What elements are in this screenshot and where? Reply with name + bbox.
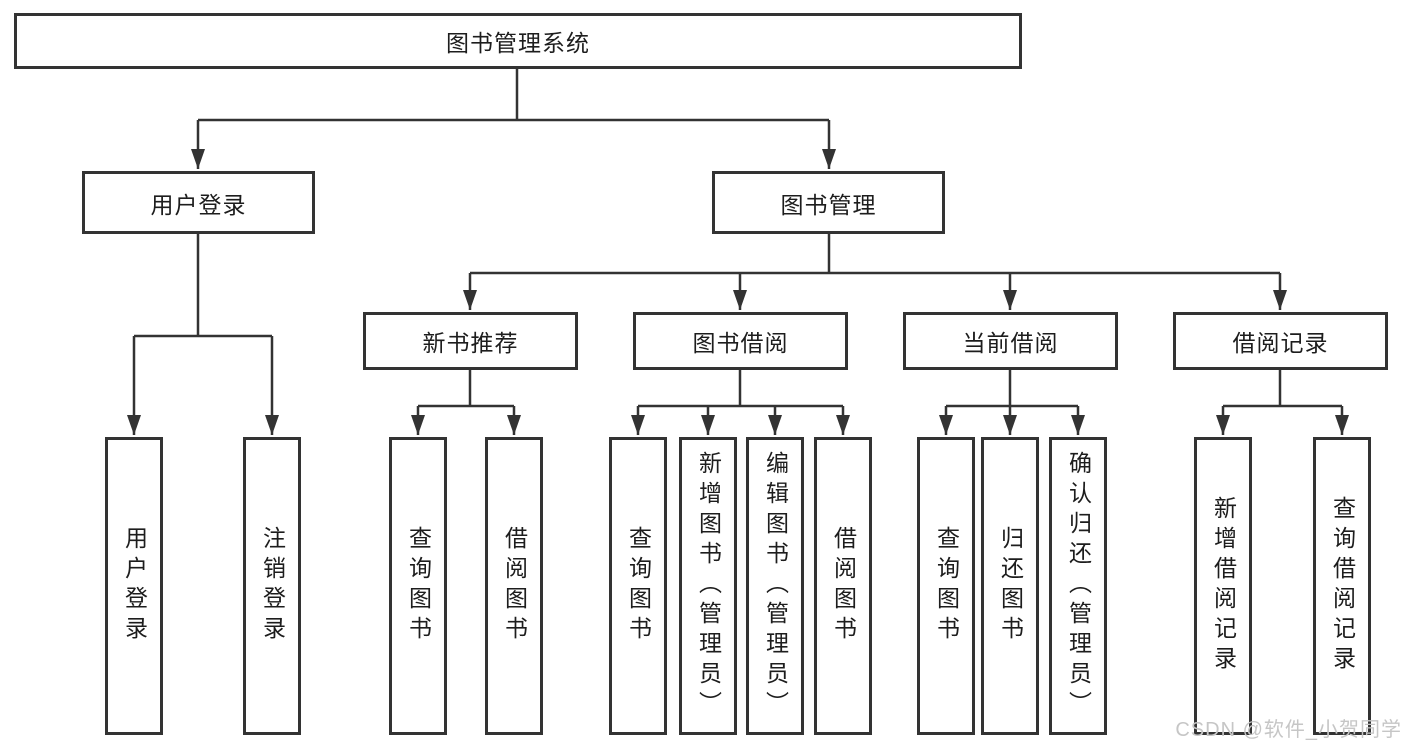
- node-user-login: 用户登录: [82, 171, 315, 234]
- leaf-add-borrow-record: 新增借阅记录: [1194, 437, 1252, 735]
- node-label: 用户登录: [150, 191, 247, 218]
- leaf-label: 注销登录: [259, 526, 286, 646]
- leaf-label: 查询图书: [405, 526, 432, 646]
- leaf-label: 新增图书（管理员）: [695, 451, 722, 721]
- node-new-book-recommendation: 新书推荐: [363, 312, 578, 370]
- leaf-query-books-borrow: 查询图书: [609, 437, 667, 735]
- leaf-logout: 注销登录: [243, 437, 301, 735]
- leaf-label: 借阅图书: [830, 526, 857, 646]
- leaf-label: 归还图书: [997, 526, 1024, 646]
- node-library-management-system: 图书管理系统: [14, 13, 1022, 69]
- leaf-confirm-return-admin: 确认归还（管理员）: [1049, 437, 1107, 735]
- leaf-edit-books-admin: 编辑图书（管理员）: [746, 437, 804, 735]
- leaf-borrow-books: 借阅图书: [814, 437, 872, 735]
- leaf-query-books-recommend: 查询图书: [389, 437, 447, 735]
- leaf-label: 新增借阅记录: [1210, 496, 1237, 676]
- node-book-borrowing: 图书借阅: [633, 312, 848, 370]
- leaf-label: 查询图书: [625, 526, 652, 646]
- leaf-label: 查询借阅记录: [1329, 496, 1356, 676]
- csdn-watermark: CSDN @软件_小贺同学: [1175, 719, 1402, 741]
- leaf-add-books-admin: 新增图书（管理员）: [679, 437, 737, 735]
- node-label: 新书推荐: [422, 330, 519, 356]
- leaf-query-borrow-record: 查询借阅记录: [1313, 437, 1371, 735]
- node-label: 图书借阅: [692, 330, 789, 356]
- leaf-label: 用户登录: [121, 526, 148, 646]
- leaf-label: 借阅图书: [501, 526, 528, 646]
- node-current-borrowing: 当前借阅: [903, 312, 1118, 370]
- leaf-label: 查询图书: [933, 526, 960, 646]
- leaf-label: 编辑图书（管理员）: [762, 451, 789, 721]
- leaf-label: 确认归还（管理员）: [1065, 451, 1092, 721]
- node-label: 图书管理系统: [446, 30, 590, 56]
- node-label: 图书管理: [780, 191, 877, 218]
- node-label: 当前借阅: [962, 330, 1059, 356]
- leaf-borrow-books-recommend: 借阅图书: [485, 437, 543, 735]
- leaf-user-login: 用户登录: [105, 437, 163, 735]
- node-label: 借阅记录: [1232, 330, 1329, 356]
- leaf-return-books: 归还图书: [981, 437, 1039, 735]
- node-borrowing-records: 借阅记录: [1173, 312, 1388, 370]
- node-book-management: 图书管理: [712, 171, 945, 234]
- leaf-query-books-current: 查询图书: [917, 437, 975, 735]
